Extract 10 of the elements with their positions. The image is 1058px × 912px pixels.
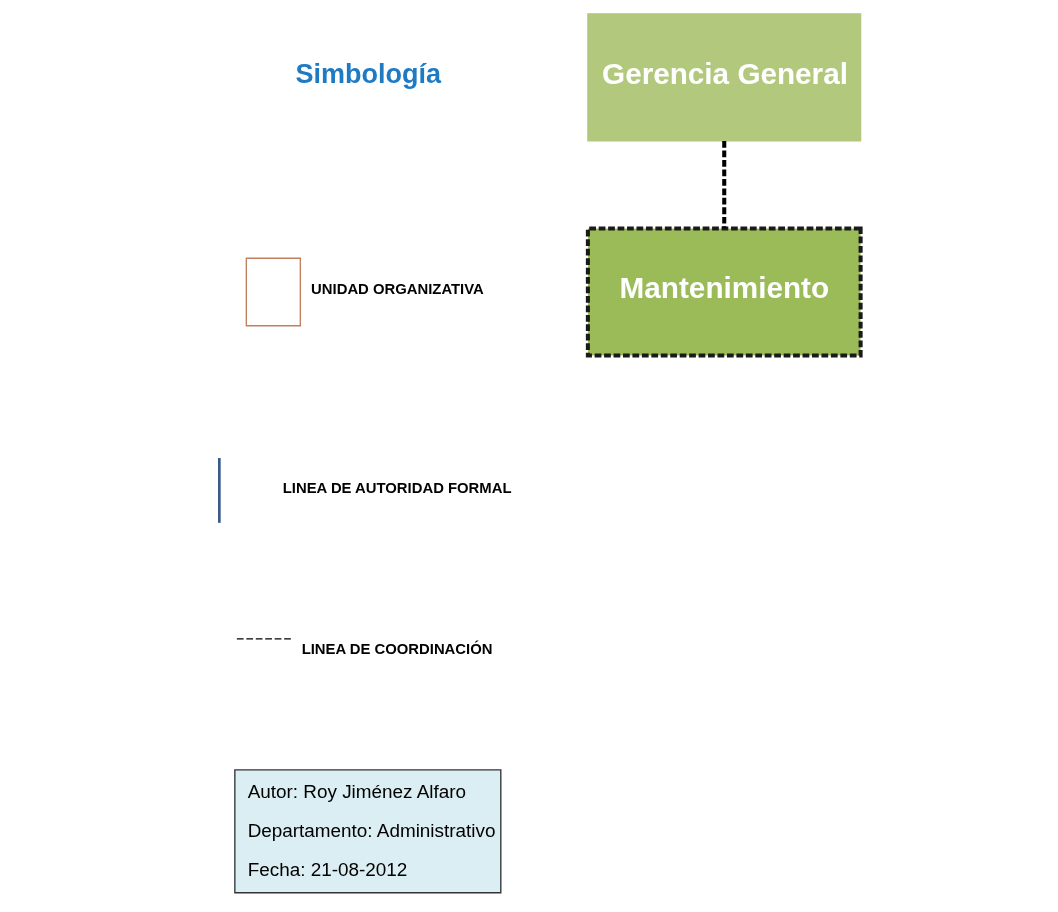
label: Autor: Roy Jiménez Alfaro (247, 780, 466, 802)
label: Simbología (295, 58, 441, 89)
legend-label: LINEA DE COORDINACIÓN (301, 640, 492, 657)
node-box: Gerencia General (586, 13, 861, 142)
label: Departamento: Administrativo (247, 819, 495, 841)
legend-label: LINEA DE AUTORIDAD FORMAL (282, 479, 511, 496)
label: Fecha: 21-08-2012 (247, 859, 407, 881)
connector (721, 141, 726, 229)
legend-label: UNIDAD ORGANIZATIVA (310, 281, 484, 298)
node-box: Mantenimiento (585, 226, 863, 358)
